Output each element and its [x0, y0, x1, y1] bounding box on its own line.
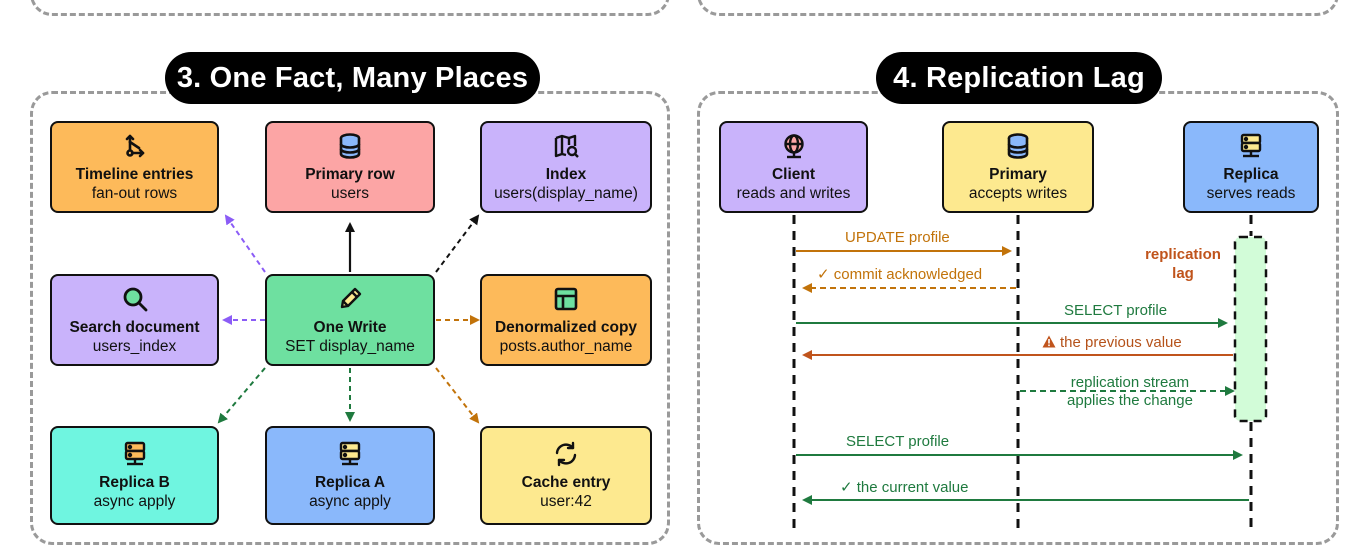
lag-label-line-1: replication — [1145, 246, 1221, 263]
replication-lag-box — [1233, 235, 1268, 423]
actor-title: Primary — [989, 165, 1047, 183]
update-profile-label: UPDATE profile — [845, 229, 950, 246]
actor-subtitle: reads and writes — [736, 184, 851, 202]
actor-title: Replica — [1223, 165, 1279, 183]
arrow-to-index — [435, 214, 480, 273]
node-subtitle: async apply — [93, 493, 176, 510]
commit-acknowledged-label: ✓ commit acknowledged — [817, 266, 983, 283]
denormalized-copy-node[interactable]: Denormalized copy posts.author_name — [480, 274, 652, 366]
previous-value-text: the previous value — [1060, 334, 1182, 351]
node-title: Replica A — [314, 474, 386, 491]
node-title: Denormalized copy — [494, 318, 638, 336]
node-title: Replica B — [99, 474, 170, 491]
timeline-entries-node[interactable]: Timeline entries fan-out rows — [50, 121, 219, 213]
node-title: One Write — [313, 318, 387, 336]
node-title: Search document — [69, 318, 200, 336]
previous-value-label: the previous value — [1042, 334, 1182, 352]
replica-b-node[interactable]: Replica B async apply — [50, 426, 219, 525]
select-profile-label-2: SELECT profile — [846, 433, 950, 450]
fan-out-icon — [121, 132, 149, 160]
node-subtitle: users — [331, 184, 369, 202]
node-subtitle: users_index — [92, 337, 177, 355]
replication-stream-line-2: applies the change — [1067, 392, 1193, 409]
node-title: Timeline entries — [75, 165, 194, 183]
arrow-to-cache — [435, 367, 480, 424]
table-layout-icon — [552, 285, 580, 313]
actor-subtitle: accepts writes — [968, 184, 1068, 202]
map-search-icon — [552, 132, 580, 160]
search-icon — [121, 285, 149, 313]
lag-label-line-2: lag — [1172, 265, 1194, 282]
database-icon — [1004, 132, 1032, 160]
primary-actor[interactable]: Primary accepts writes — [942, 121, 1094, 213]
replication-stream-line-1: replication stream — [1070, 374, 1190, 391]
node-subtitle: user:42 — [540, 493, 592, 510]
server-icon — [121, 440, 149, 468]
node-subtitle: fan-out rows — [91, 184, 178, 202]
client-actor[interactable]: Client reads and writes — [719, 121, 868, 213]
node-title: Primary row — [305, 165, 395, 183]
actor-subtitle: serves reads — [1206, 184, 1296, 202]
arrow-to-replica-b — [217, 367, 266, 424]
current-value-label: ✓ the current value — [840, 479, 969, 496]
one-write-node[interactable]: One Write SET display_name — [265, 274, 435, 366]
refresh-icon — [552, 440, 580, 468]
actor-title: Client — [771, 165, 816, 183]
search-document-node[interactable]: Search document users_index — [50, 274, 219, 366]
pencil-icon — [336, 285, 364, 313]
one-fact-title: 3. One Fact, Many Places — [165, 52, 540, 104]
database-icon — [336, 132, 364, 160]
replication-lag-title: 4. Replication Lag — [876, 52, 1162, 104]
cache-entry-node[interactable]: Cache entry user:42 — [480, 426, 652, 525]
replica-actor[interactable]: Replica serves reads — [1183, 121, 1319, 213]
node-title: Index — [545, 165, 587, 183]
node-subtitle: users(display_name) — [494, 184, 638, 202]
node-title: Cache entry — [521, 474, 611, 491]
select-profile-label-1: SELECT profile — [1064, 302, 1168, 319]
replication-stream-label: replication stream applies the change — [1050, 374, 1210, 410]
replication-lag-label: replication lag — [1133, 245, 1233, 283]
server-icon — [1237, 132, 1265, 160]
arrow-to-timeline — [224, 214, 266, 273]
node-subtitle: async apply — [309, 493, 391, 510]
server-icon — [336, 440, 364, 468]
node-subtitle: posts.author_name — [499, 337, 633, 355]
replica-a-node[interactable]: Replica A async apply — [265, 426, 435, 525]
index-node[interactable]: Index users(display_name) — [480, 121, 652, 213]
primary-row-node[interactable]: Primary row users — [265, 121, 435, 213]
warning-icon — [1042, 335, 1056, 352]
globe-icon — [780, 132, 808, 160]
node-subtitle: SET display_name — [285, 337, 415, 355]
